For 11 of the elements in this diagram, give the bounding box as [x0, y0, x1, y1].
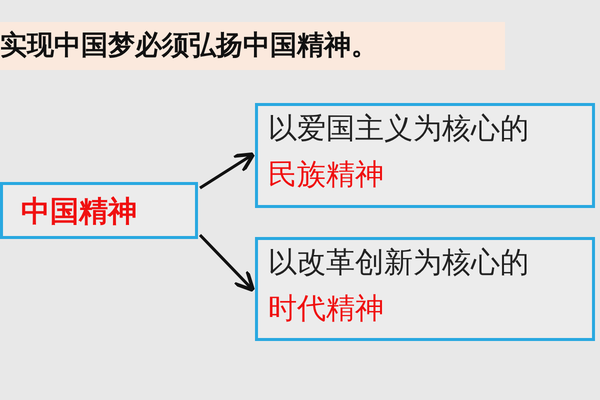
- arrow: [199, 152, 256, 190]
- description-text: 以爱国主义为核心的: [268, 110, 529, 146]
- concept-box: [255, 237, 595, 341]
- heading: 实现中国梦必须弘扬中国精神。: [0, 22, 505, 70]
- concept-box: [255, 103, 595, 208]
- concept-label: 民族精神: [268, 156, 384, 192]
- description-text: 以改革创新为核心的: [268, 244, 529, 280]
- concept-label: 时代精神: [268, 290, 384, 326]
- concept-label: 中国精神: [21, 193, 137, 229]
- concept-box: [0, 182, 198, 239]
- arrow: [198, 234, 256, 292]
